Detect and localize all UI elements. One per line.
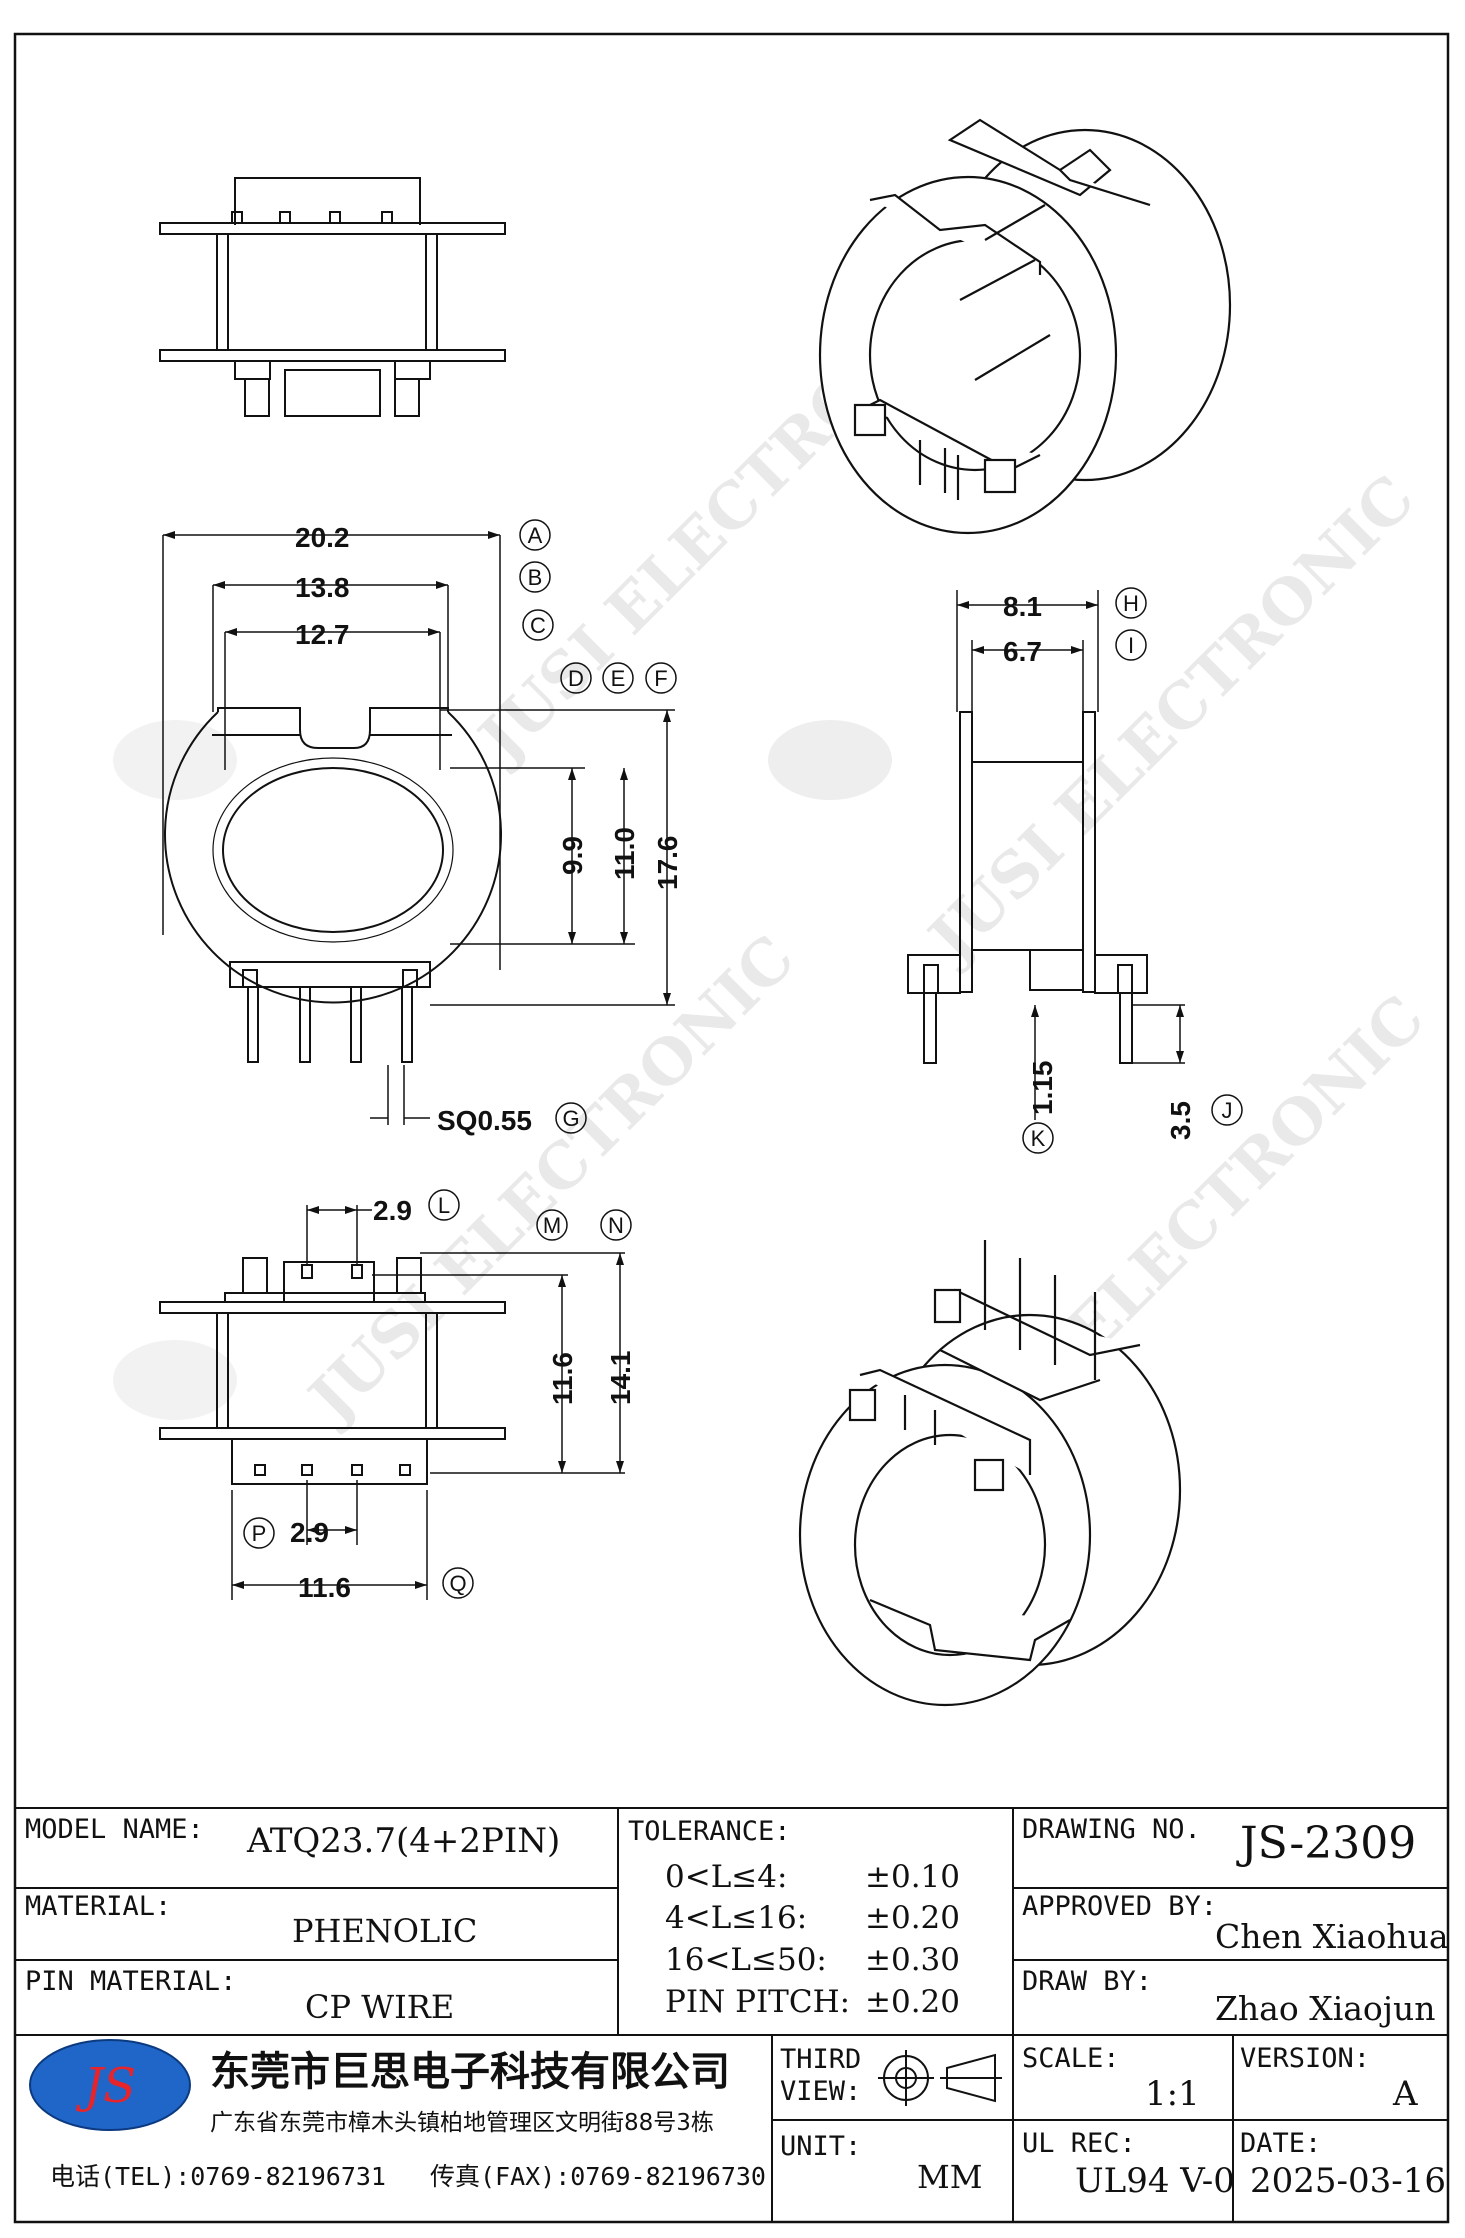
dim-b: 13.8	[295, 572, 350, 603]
dim-c: 12.7	[295, 619, 350, 650]
callout-m: M	[543, 1213, 561, 1238]
callout-j: J	[1222, 1098, 1233, 1123]
isometric-view-top	[818, 118, 1232, 535]
date-value: 2025-03-16	[1250, 2161, 1446, 2201]
date-label: DATE:	[1240, 2128, 1321, 2159]
callout-l: L	[438, 1193, 450, 1218]
dim-k: 1.15	[1027, 1061, 1058, 1116]
company-fax: 传真(FAX):0769-82196730	[430, 2162, 766, 2191]
sheet-border	[13, 32, 1450, 2224]
approved-by-label: APPROVED BY:	[1022, 1891, 1217, 1922]
tolerance-range-1: 0<L≤4:	[665, 1859, 787, 1895]
dim-p: 2.9	[290, 1517, 329, 1548]
company-logo: JS	[29, 2039, 191, 2131]
front-view-callouts: A B C D E F G	[519, 519, 677, 1134]
unit-label: UNIT:	[780, 2131, 861, 2162]
tolerance-value-1: ±0.10	[865, 1859, 960, 1895]
bottom-view	[159, 1257, 506, 1485]
scale-value: 1:1	[1145, 2074, 1200, 2114]
tolerance-value-2: ±0.20	[865, 1900, 960, 1936]
dim-m: 11.6	[547, 1352, 578, 1405]
draw-by-label: DRAW BY:	[1022, 1966, 1152, 1997]
dim-j: 3.5	[1165, 1101, 1196, 1140]
callout-d: D	[568, 666, 584, 691]
bottom-view-dimensions	[231, 1205, 625, 1600]
side-view	[907, 711, 1148, 1064]
model-name-label: MODEL NAME:	[25, 1814, 204, 1845]
watermark-logo-3	[113, 1340, 237, 1420]
dim-i: 6.7	[1003, 636, 1042, 667]
side-view-dimensions	[956, 590, 1185, 1120]
tolerance-range-2: 4<L≤16:	[665, 1900, 807, 1936]
front-view-dimensions	[162, 534, 675, 1125]
dim-e: 11.0	[609, 827, 640, 880]
side-view-callouts: H I J K	[1022, 587, 1243, 1154]
third-view-label-1: THIRD	[780, 2044, 861, 2075]
callout-g: G	[562, 1106, 579, 1131]
tolerance-value-4: ±0.20	[865, 1984, 960, 2020]
material-label: MATERIAL:	[25, 1891, 171, 1922]
dim-q: 11.6	[298, 1572, 351, 1603]
callout-k: K	[1031, 1126, 1046, 1151]
callout-i: I	[1128, 633, 1134, 658]
approved-by-value: Chen Xiaohua	[1215, 1917, 1449, 1956]
dim-a: 20.2	[295, 522, 350, 553]
callout-q: Q	[449, 1571, 466, 1596]
scale-label: SCALE:	[1022, 2043, 1120, 2074]
company-logo-text: JS	[75, 2058, 136, 2114]
callout-a: A	[528, 523, 543, 548]
callout-p: P	[252, 1521, 267, 1546]
tolerance-value-3: ±0.30	[865, 1942, 960, 1978]
third-view-label-2: VIEW:	[780, 2076, 861, 2107]
ul-rec-value: UL94 V-0	[1075, 2161, 1235, 2201]
callout-e: E	[611, 666, 626, 691]
dim-d: 9.9	[557, 836, 588, 875]
dim-l: 2.9	[373, 1195, 412, 1226]
dim-f: 17.6	[652, 836, 683, 891]
top-view	[159, 177, 506, 417]
title-block	[15, 1807, 1448, 2222]
pin-material-value: CP WIRE	[305, 1988, 454, 2026]
side-view-arrows	[957, 601, 1184, 1063]
callout-b: B	[528, 565, 543, 590]
material-value: PHENOLIC	[292, 1912, 477, 1950]
isometric-view-bottom	[798, 1240, 1182, 1707]
dim-g: SQ0.55	[437, 1105, 532, 1136]
bottom-view-callouts: L M N P Q	[243, 1189, 632, 1599]
drawing-no-value: JS-2309	[1236, 1818, 1416, 1869]
callout-f: F	[654, 666, 667, 691]
third-angle-projection-icon	[878, 2050, 1002, 2106]
drawing-no-label: DRAWING NO.	[1022, 1814, 1201, 1845]
watermark-logo-1	[768, 720, 892, 800]
company-tel: 电话(TEL):0769-82196731	[50, 2162, 386, 2191]
company-name: 东莞市巨思电子科技有限公司	[210, 2049, 730, 2095]
callout-n: N	[608, 1213, 624, 1238]
watermark-text-2: JUSI ELECTRONIC	[912, 461, 1429, 978]
ul-rec-label: UL REC:	[1022, 2128, 1136, 2159]
version-value: A	[1392, 2074, 1418, 2114]
watermark-logo-2	[113, 720, 237, 800]
dim-h: 8.1	[1003, 591, 1042, 622]
tolerance-range-3: 16<L≤50:	[665, 1942, 827, 1978]
tolerance-label: TOLERANCE:	[628, 1816, 791, 1847]
tolerance-range-4: PIN PITCH:	[665, 1984, 850, 2020]
dim-n: 14.1	[605, 1351, 636, 1406]
callout-h: H	[1123, 591, 1139, 616]
bottom-view-arrows	[232, 1206, 624, 1589]
version-label: VERSION:	[1240, 2043, 1370, 2074]
front-view-arrows	[163, 531, 671, 1005]
pin-material-label: PIN MATERIAL:	[25, 1966, 236, 1997]
draw-by-value: Zhao Xiaojun	[1215, 1989, 1436, 2028]
callout-c: C	[530, 613, 546, 638]
unit-value: MM	[917, 2158, 983, 2196]
company-address: 广东省东莞市樟木头镇柏地管理区文明街88号3栋	[210, 2110, 714, 2136]
model-name-value: ATQ23.7(4+2PIN)	[246, 1821, 560, 1861]
